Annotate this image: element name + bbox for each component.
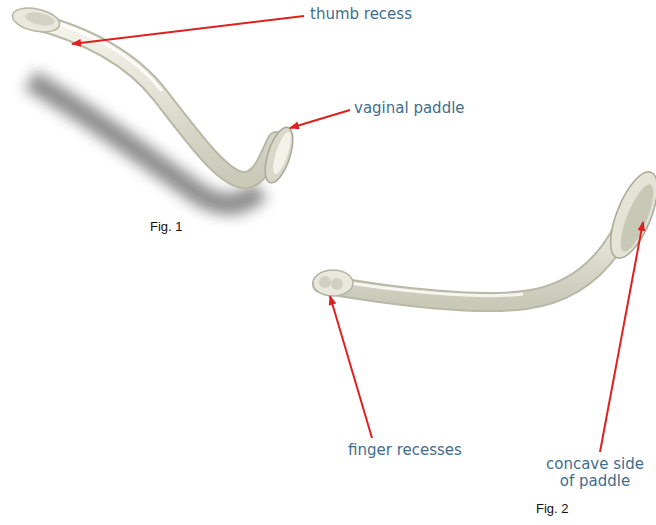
part-label: finger recesses	[348, 442, 462, 459]
figure-label: Fig. 1	[150, 220, 183, 235]
leader-arrows	[72, 16, 643, 452]
part-label: thumb recess	[310, 6, 412, 23]
shadow	[30, 80, 260, 204]
figure-label: Fig. 2	[536, 502, 569, 517]
finger-recess	[331, 278, 343, 290]
part-label: concave side of paddle	[538, 456, 652, 491]
finger-recess	[319, 276, 331, 288]
instrument-fig1	[10, 4, 298, 186]
part-label: vaginal paddle	[354, 100, 465, 117]
instrument-fig2	[313, 166, 656, 302]
concave-paddle	[614, 181, 656, 255]
